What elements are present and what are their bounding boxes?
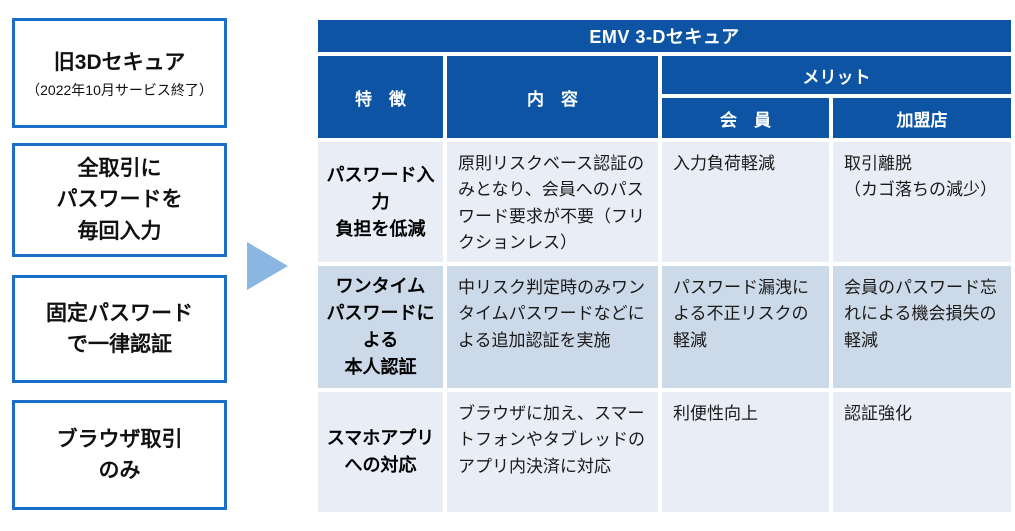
row2-feature-cell: ワンタイム パスワードによる 本人認証: [318, 266, 443, 388]
emv-3ds-table: EMV 3-Dセキュア 特 徴 内 容 メリット 会 員 加盟店 パスワード入力…: [318, 20, 1011, 512]
legacy-feature-label: 固定パスワード で一律認証: [46, 301, 193, 357]
row2-merchant-merit-cell: 会員のパスワード忘れによる機会損失の軽減: [833, 266, 1011, 388]
row3-content-cell: ブラウザに加え、スマートフォンやタブレッドのアプリ内決済に対応: [447, 392, 658, 512]
column-header-content: 内 容: [447, 56, 658, 138]
row2-content-cell: 中リスク判定時のみワンタイムパスワードなどによる追加認証を実施: [447, 266, 658, 388]
column-header-member: 会 員: [662, 98, 829, 138]
row1-content-cell: 原則リスクベース認証のみとなり、会員へのパスワード要求が不要（フリクションレス）: [447, 142, 658, 262]
legacy-feature-box-fixed-password: 固定パスワード で一律認証: [12, 275, 227, 383]
column-header-merit: メリット: [662, 56, 1011, 94]
row2-member-merit-cell: パスワード漏洩による不正リスクの軽減: [662, 266, 829, 388]
row3-member-merit-cell: 利便性向上: [662, 392, 829, 512]
row3-feature-cell: スマホアプリ への対応: [318, 392, 443, 512]
row1-feature-cell: パスワード入力 負担を低減: [318, 142, 443, 262]
legacy-feature-label: ブラウザ取引 のみ: [56, 427, 183, 483]
table-title: EMV 3-Dセキュア: [318, 20, 1011, 52]
legacy-feature-label: 全取引に パスワードを 毎回入力: [56, 156, 183, 243]
legacy-3ds-title: 旧3Dセキュア: [53, 51, 186, 75]
right-arrow-icon: [247, 242, 288, 290]
legacy-3ds-title-box: 旧3Dセキュア （2022年10月サービス終了）: [12, 18, 227, 128]
row1-merchant-merit-cell: 取引離脱 （カゴ落ちの減少）: [833, 142, 1011, 262]
row1-member-merit-cell: 入力負荷軽減: [662, 142, 829, 262]
legacy-3ds-subtitle: （2022年10月サービス終了）: [26, 81, 213, 98]
column-header-merchant: 加盟店: [833, 98, 1011, 138]
legacy-feature-box-browser-only: ブラウザ取引 のみ: [12, 400, 227, 510]
legacy-feature-box-password-every-tx: 全取引に パスワードを 毎回入力: [12, 143, 227, 257]
row3-merchant-merit-cell: 認証強化: [833, 392, 1011, 512]
column-header-feature: 特 徴: [318, 56, 443, 138]
